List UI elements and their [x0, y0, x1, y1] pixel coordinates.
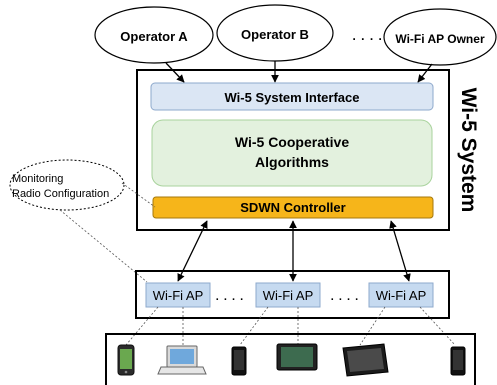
- monitoring-line2: Radio Configuration: [12, 188, 109, 200]
- access-point-1: Wi-Fi AP: [145, 282, 211, 308]
- monitoring-link-controller: [121, 182, 156, 208]
- access-point-box: [145, 282, 211, 308]
- laptop-icon: [157, 345, 207, 375]
- access-point-2: Wi-Fi AP: [255, 282, 321, 308]
- cooperative-algorithms-box: [151, 119, 433, 187]
- access-point-box: [255, 282, 321, 308]
- phone-icon: [117, 344, 135, 376]
- device-tablet-2: [342, 343, 389, 377]
- sdwn-controller-label: SDWN Controller: [240, 200, 345, 215]
- system-interface: Wi-5 System Interface: [150, 82, 434, 111]
- monitoring-cloud: Monitoring Radio Configuration: [9, 159, 125, 211]
- operator-a-ellipse: [94, 6, 214, 64]
- link-ap3-device6: [419, 306, 456, 346]
- algorithms-line2: Algorithms: [255, 154, 329, 170]
- algorithms-line1: Wi-5 Cooperative: [235, 134, 349, 150]
- sdwn-controller: SDWN Controller: [152, 196, 434, 219]
- ap-row-frame: [135, 270, 450, 319]
- link-ap3-device5: [359, 306, 386, 346]
- access-points: Wi-Fi AP . . . . Wi-Fi AP . . . . Wi-Fi …: [145, 282, 434, 308]
- link-ap2-device3: [239, 306, 269, 346]
- ap-ellipsis-2: . . . .: [331, 291, 359, 303]
- monitoring-ellipse: [9, 159, 125, 211]
- device-smartphone-3: [450, 346, 466, 376]
- operator-b: Operator B: [216, 4, 334, 62]
- phone-icon: [450, 346, 466, 376]
- operator-ellipsis: . . . . .: [352, 29, 391, 43]
- wi5-system-title: Wi-5 System: [457, 88, 480, 213]
- ap-ellipsis-1: . . . .: [216, 291, 244, 303]
- monitoring-link-ap: [59, 209, 148, 283]
- device-tablet-1: [276, 343, 318, 371]
- access-point-label: Wi-Fi AP: [376, 288, 427, 303]
- device-smartphone-1: [117, 344, 135, 376]
- system-interface-box: [150, 82, 434, 111]
- operator-a-label: Operator A: [120, 29, 188, 44]
- wifi-ap-owner-ellipse: [383, 8, 497, 66]
- phone-icon: [231, 346, 247, 376]
- device-laptop: [157, 345, 207, 375]
- operator-b-label: Operator B: [241, 27, 309, 42]
- device-row-frame: [105, 333, 476, 385]
- system-interface-label: Wi-5 System Interface: [225, 90, 360, 105]
- sdwn-controller-box: [152, 196, 434, 219]
- access-point-label: Wi-Fi AP: [263, 288, 314, 303]
- tablet-icon: [342, 343, 389, 377]
- access-point-3: Wi-Fi AP: [368, 282, 434, 308]
- cooperative-algorithms: Wi-5 Cooperative Algorithms: [151, 119, 433, 187]
- arrow-operator-a: [165, 62, 185, 83]
- device-smartphone-2: [231, 346, 247, 376]
- link-ap1-device1: [125, 306, 159, 346]
- operator-a: Operator A: [94, 6, 214, 64]
- wifi-ap-owner-label: Wi-Fi AP Owner: [395, 32, 485, 46]
- ap-device-links: [125, 306, 456, 346]
- access-point-box: [368, 282, 434, 308]
- arrow-wifi-ap-owner: [417, 63, 433, 83]
- operator-wifi-ap-owner: Wi-Fi AP Owner: [383, 8, 497, 66]
- tablet-icon: [276, 343, 318, 371]
- monitoring-line1: Monitoring: [12, 173, 63, 185]
- access-point-label: Wi-Fi AP: [153, 288, 204, 303]
